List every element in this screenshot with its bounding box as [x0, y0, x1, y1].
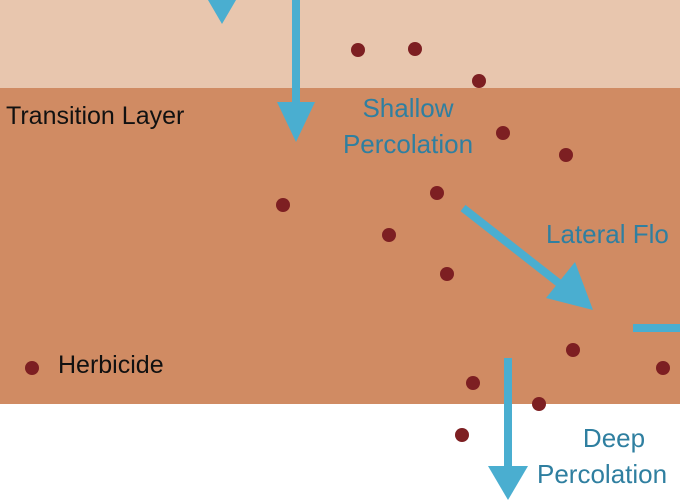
herbicide-legend-icon	[25, 361, 39, 375]
lateral-flow-arrow	[460, 204, 563, 288]
top-soil-layer	[0, 0, 680, 88]
herbicide-dot	[496, 126, 510, 140]
lateral-flow-label: Lateral Flo	[546, 219, 669, 249]
herbicide-dot	[351, 43, 365, 57]
herbicide-dot	[472, 74, 486, 88]
shallow-percolation-label-line2: Percolation	[342, 129, 474, 159]
shallow-percolation-arrowhead	[277, 102, 315, 142]
deep-percolation-arrowhead	[488, 466, 528, 500]
herbicide-dot	[532, 397, 546, 411]
deep-percolation-label: Deep Percolation	[537, 420, 680, 492]
herbicide-dot	[466, 376, 480, 390]
herbicide-dot	[382, 228, 396, 242]
herbicide-dot	[408, 42, 422, 56]
subsoil-area	[0, 404, 680, 500]
transition-layer-label: Transition Layer	[6, 102, 185, 130]
herbicide-dot	[566, 343, 580, 357]
herbicide-dot	[440, 267, 454, 281]
lateral-flow-arrow-right	[633, 324, 680, 332]
deep-percolation-label-line2: Percolation	[537, 459, 668, 489]
herbicide-legend-label: Herbicide	[58, 351, 164, 379]
shallow-percolation-label: Shallow Percolation	[326, 90, 490, 162]
arrow-head-partial	[208, 0, 236, 24]
herbicide-dot	[656, 361, 670, 375]
lateral-flow-arrowhead	[546, 262, 593, 310]
herbicide-dot	[276, 198, 290, 212]
herbicide-dot	[430, 186, 444, 200]
deep-percolation-label-line1: Deep	[582, 423, 646, 453]
herbicide-particles	[276, 42, 670, 442]
shallow-percolation-label-line1: Shallow	[362, 93, 454, 123]
herbicide-dot	[455, 428, 469, 442]
herbicide-dot	[559, 148, 573, 162]
